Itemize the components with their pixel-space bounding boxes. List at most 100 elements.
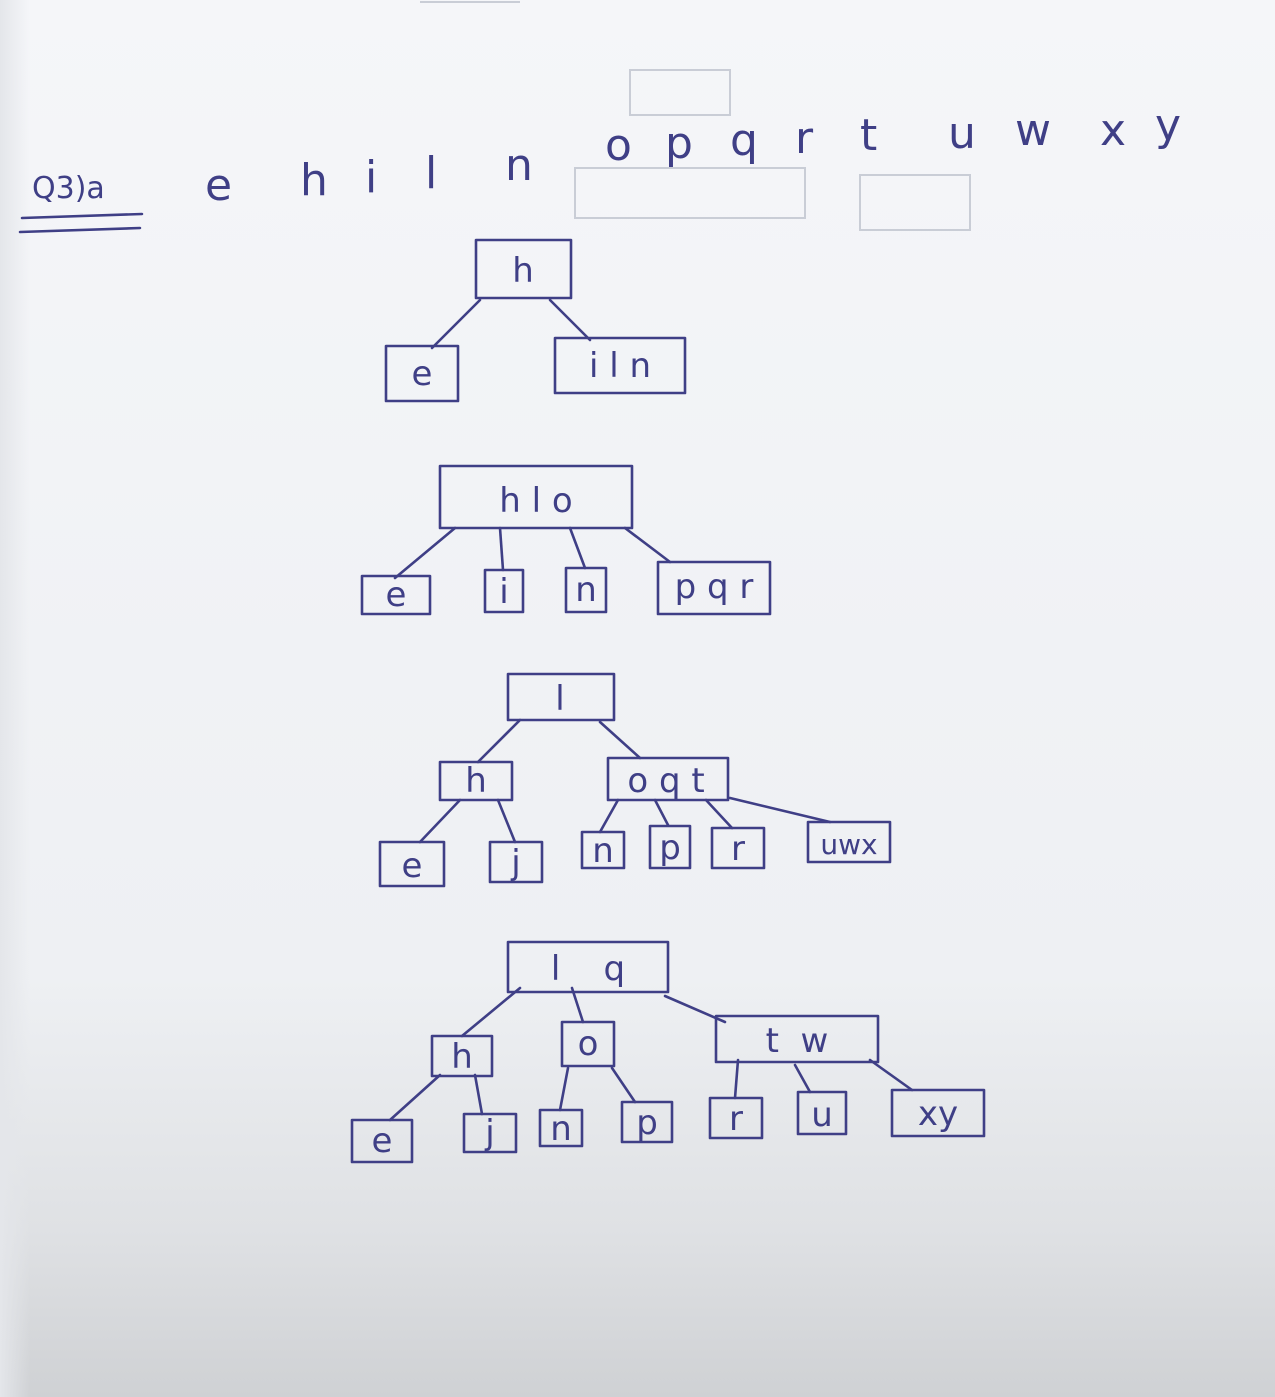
tree-edge (430, 298, 482, 350)
tree-edge (460, 986, 522, 1038)
question-label: Q3)a (32, 171, 105, 206)
heading-underline (20, 212, 144, 220)
node-keys: e (402, 846, 423, 886)
tree-edge (558, 1066, 570, 1112)
seq-key: x (1100, 105, 1126, 156)
tree-node (708, 1096, 764, 1140)
tree-edge (548, 298, 592, 342)
tree-node (378, 840, 446, 888)
node-keys: p (659, 828, 681, 868)
tree-edge (733, 1058, 740, 1100)
seq-key: w (1015, 105, 1051, 156)
tree-edge (476, 718, 522, 764)
tree-node (483, 568, 525, 614)
tree-edge (388, 1073, 442, 1122)
node-keys: e (412, 354, 433, 394)
node-keys: u (811, 1095, 833, 1135)
tree-node (620, 1100, 674, 1144)
node-keys: h (451, 1037, 473, 1077)
tree-step-3: l h o q t e j n p r uwx (378, 672, 892, 888)
tree-node (796, 1090, 848, 1136)
tree-edge (496, 798, 517, 844)
tree-edge (598, 798, 620, 834)
node-keys: l (555, 679, 564, 719)
node-keys: xy (918, 1094, 958, 1134)
tree-node (714, 1014, 880, 1064)
node-keys: n (550, 1109, 572, 1149)
node-keys: h (465, 761, 487, 801)
seq-key: y (1155, 100, 1181, 151)
seq-key: l (425, 148, 437, 199)
tree-node (890, 1088, 986, 1138)
tree-edge (568, 526, 587, 570)
tree-node (606, 756, 730, 802)
node-keys: o q t (627, 761, 704, 801)
tree-node (506, 940, 670, 994)
tree-node (806, 820, 892, 864)
node-keys: p (636, 1103, 658, 1143)
seq-key: t (860, 110, 877, 161)
seq-key: u (948, 108, 976, 159)
tree-edge (393, 526, 457, 580)
seq-key: n (505, 140, 533, 191)
tree-node (656, 560, 772, 616)
tree-edge (570, 986, 585, 1024)
node-keys: r (729, 1099, 743, 1139)
insertion-sequence: e h i l n o p q r t u w x y (205, 100, 1181, 211)
node-keys: uwx (820, 828, 877, 861)
tree-edge (728, 796, 832, 824)
show-through-marks (420, 1, 971, 231)
tree-node (538, 1108, 584, 1148)
tree-node (564, 566, 608, 614)
tree-edge (498, 526, 505, 572)
tree-node (350, 1118, 414, 1164)
tree-node (462, 1112, 518, 1154)
tree-node (360, 574, 432, 616)
tree-node (474, 238, 573, 300)
tree-node (438, 464, 634, 530)
tree-node (553, 336, 687, 395)
tree-edge (598, 720, 642, 760)
tree-node (438, 760, 514, 802)
node-keys: n (575, 570, 597, 610)
tree-edge (868, 1058, 914, 1092)
node-keys: h (512, 251, 534, 291)
node-keys: e (386, 575, 407, 615)
node-keys: r (731, 829, 745, 869)
tree-node (580, 830, 626, 870)
node-keys: o (578, 1024, 599, 1064)
node-keys: i l n (589, 346, 651, 386)
tree-edge (418, 798, 462, 844)
seq-key: i (365, 152, 377, 203)
tree-node (710, 826, 766, 870)
tree-edge (653, 798, 670, 827)
tree-edge (704, 798, 734, 830)
tree-node (430, 1034, 494, 1078)
tree-node (384, 344, 460, 403)
node-keys: j (484, 1113, 494, 1153)
seq-key: p (665, 118, 693, 169)
node-keys: h l o (499, 481, 572, 521)
seq-key: e (205, 160, 232, 211)
node-keys: i (499, 572, 508, 612)
node-keys: t w (766, 1021, 829, 1061)
seq-key: r (795, 113, 814, 164)
tree-node (506, 672, 616, 722)
tree-step-4: l q h o t w e j n p r u xy (350, 940, 986, 1164)
node-keys: l q (551, 949, 625, 989)
tree-edge (623, 526, 672, 564)
seq-key: o (605, 120, 632, 171)
tree-node (560, 1020, 616, 1068)
tree-node (648, 824, 692, 870)
tree-step-2: h l o e i n p q r (360, 464, 772, 616)
seq-key: q (730, 115, 758, 166)
node-keys: n (592, 831, 614, 871)
seq-key: h (300, 155, 328, 206)
tree-edge (793, 1063, 812, 1094)
node-keys: e (372, 1121, 393, 1161)
node-keys: p q r (675, 567, 754, 607)
heading-underline-2 (18, 226, 142, 234)
tree-edge (473, 1073, 484, 1116)
